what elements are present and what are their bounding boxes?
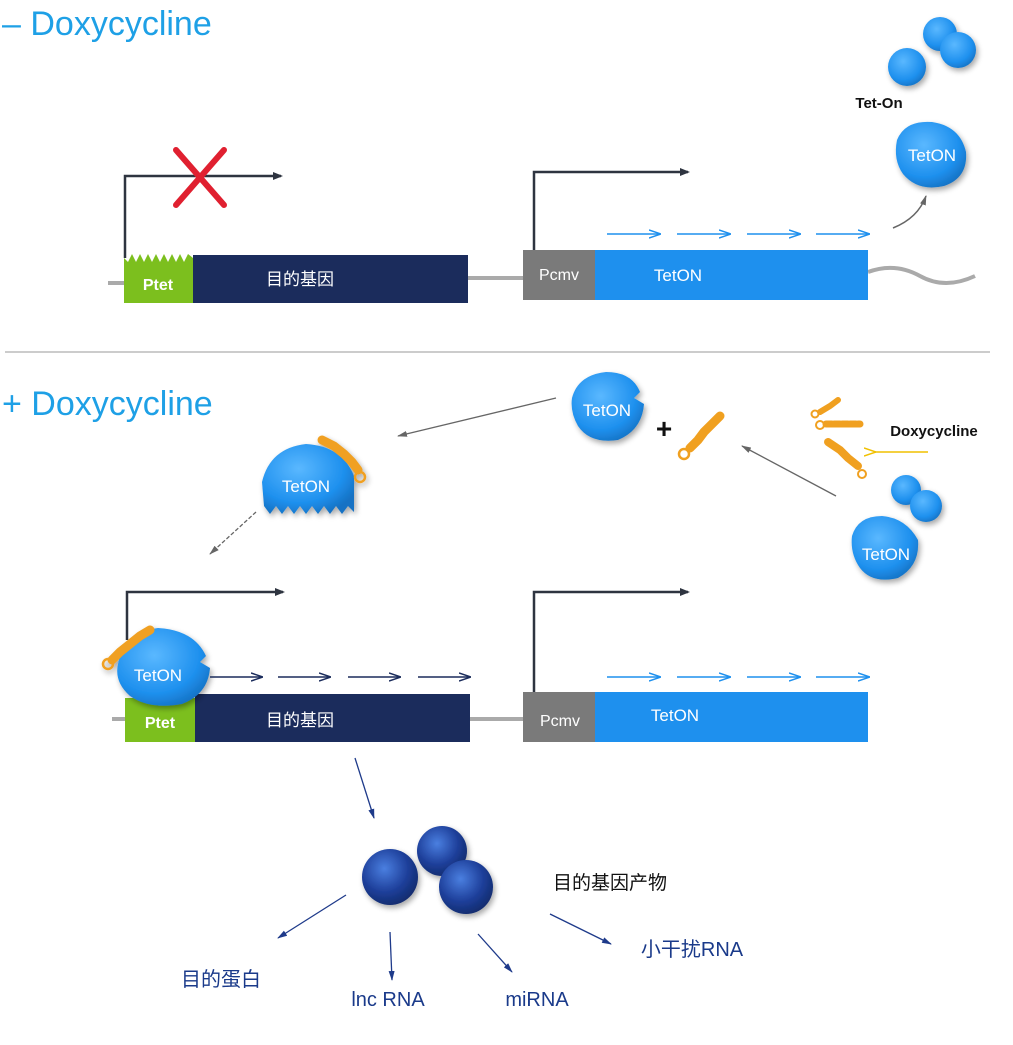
minus-doxycycline-title: – Doxycycline <box>2 5 212 43</box>
teton-protein-top <box>895 121 967 188</box>
teton-gene-label: TetON <box>654 266 702 285</box>
ptet-label-bottom: Ptet <box>145 715 176 732</box>
binding-flow-arrow <box>741 445 837 497</box>
free-teton-protein <box>571 372 644 441</box>
repression-cross-icon <box>173 147 227 208</box>
teton-gene-block <box>595 250 868 300</box>
gene-product-spheres-icon <box>362 826 493 914</box>
free-teton-label: TetON <box>583 401 631 420</box>
corner-teton-dimer-icon <box>851 475 942 580</box>
promoter-bound-teton <box>101 625 210 706</box>
pcmv-label: Pcmv <box>539 267 579 284</box>
teton-gene-block-bottom <box>595 692 868 742</box>
complex-binding-arrow <box>209 511 257 555</box>
pcmv-promoter-block <box>523 250 595 300</box>
teton-doxy-complex <box>262 435 367 514</box>
pcmv-label-bottom: Pcmv <box>540 713 580 730</box>
pcmv-promoter-block-bottom <box>523 692 595 742</box>
pcmv-transcription-arrow-bottom <box>532 588 690 692</box>
gene-product-title: 目的基因产物 <box>553 872 667 894</box>
ptet-promoter-block <box>124 254 193 303</box>
plus-doxycycline-title: + Doxycycline <box>2 385 213 423</box>
tet-on-dimer-icon <box>888 17 976 86</box>
complex-formation-arrow <box>397 397 557 437</box>
mirna-label: miRNA <box>505 989 569 1011</box>
doxycycline-label: Doxycycline <box>890 423 978 440</box>
ptet-label: Ptet <box>143 277 174 294</box>
sirna-arrow <box>549 913 612 945</box>
promoter-teton-label: TetON <box>134 666 182 685</box>
target-gene-block-bottom <box>195 694 470 742</box>
target-gene-block <box>193 255 468 303</box>
ptet-transcription-arrow <box>123 172 283 258</box>
tet-on-label: Tet-On <box>855 95 902 112</box>
teton-gene-label-bottom: TetON <box>651 706 699 725</box>
target-protein-label: 目的蛋白 <box>181 968 261 991</box>
teton-protein-top-label: TetON <box>908 146 956 165</box>
protein-arrow <box>277 894 347 939</box>
plus-sign: + <box>656 413 672 444</box>
lncrna-arrow <box>388 931 395 981</box>
ptet-transcription-arrow-bottom <box>125 588 285 640</box>
expression-curved-arrow <box>892 195 927 229</box>
doxycycline-molecule-icon <box>677 411 725 461</box>
dna-strand-wave <box>867 265 976 285</box>
bound-teton-label: TetON <box>282 477 330 496</box>
lncrna-label: lnc RNA <box>351 989 425 1011</box>
corner-teton-label: TetON <box>862 545 910 564</box>
target-gene-label-bottom: 目的基因 <box>266 711 334 730</box>
product-arrow <box>354 757 375 819</box>
sirna-label: 小干扰RNA <box>641 938 744 961</box>
pcmv-transcription-arrow <box>532 168 690 250</box>
mirna-arrow <box>477 933 513 973</box>
target-gene-label: 目的基因 <box>266 270 334 289</box>
doxycycline-cluster-icon <box>810 397 867 479</box>
